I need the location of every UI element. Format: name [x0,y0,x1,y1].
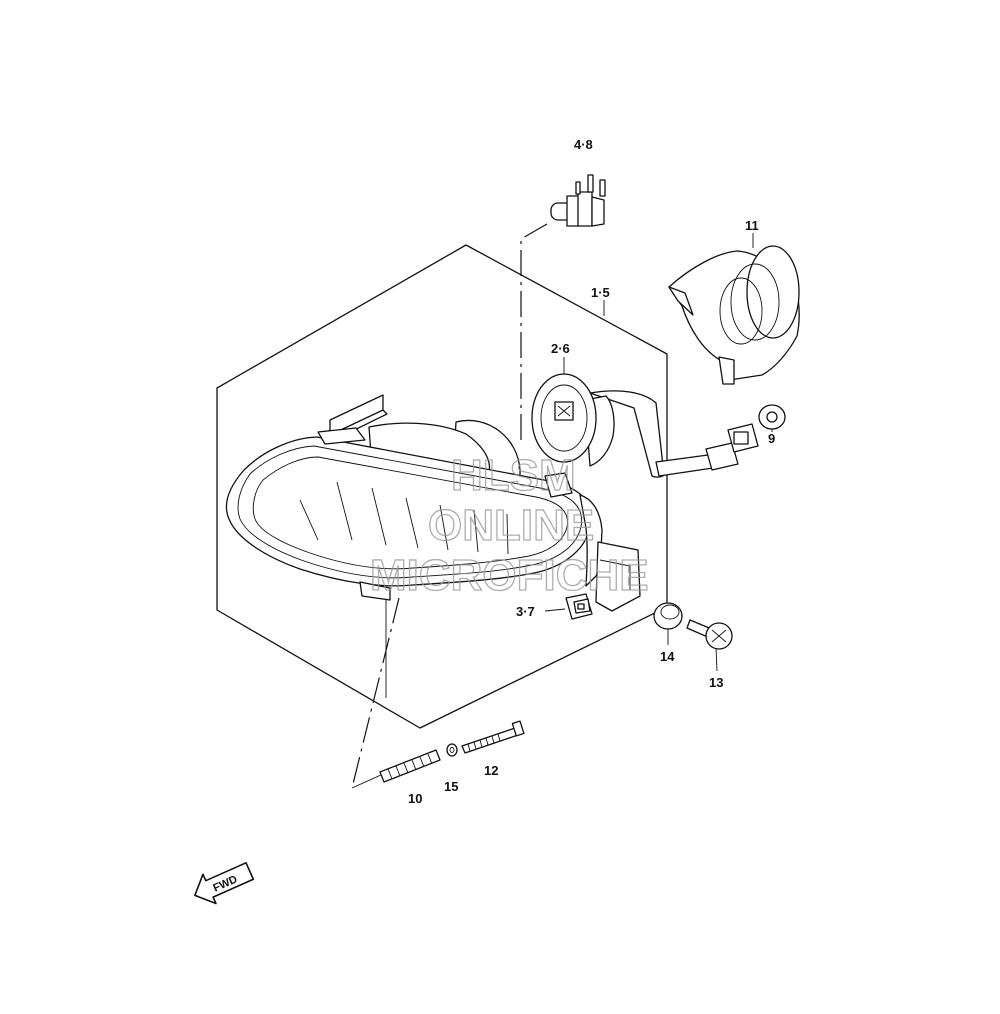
grommet-9-part[interactable] [758,404,786,430]
watermark: HLSM ONLINE MICROFICHE [369,450,649,600]
callout-socket-cover: 2·6 [551,341,570,356]
callout-bolt: 12 [484,763,498,778]
callout-screw: 13 [709,675,723,690]
callout-cushion: 14 [660,649,675,664]
callout-washer: 15 [444,779,458,794]
clip-part[interactable] [565,593,593,620]
callout-headlamp-housing: 1·5 [591,285,610,300]
spring-part[interactable] [379,749,441,783]
socket-cover-part[interactable] [531,373,665,478]
headlamp-housing-part[interactable] [225,394,641,612]
callout-grommet-9: 9 [768,431,775,446]
callout-clip: 3·7 [516,604,535,619]
harness-connector[interactable] [655,423,759,477]
fwd-arrow-icon: FWD [194,861,255,905]
watermark-line-3: MICROFICHE [370,551,649,600]
screw-part[interactable] [686,619,733,650]
bulb-part[interactable] [550,174,606,227]
callout-ring-cover: 11 [745,218,759,233]
callout-bulb: 4·8 [574,137,593,152]
washer-part[interactable] [446,743,458,757]
watermark-line-2: ONLINE [428,501,594,550]
bolt-part[interactable] [461,720,525,754]
callout-spring: 10 [408,791,422,806]
ring-cover-part[interactable] [668,245,800,385]
watermark-line-1: HLSM [451,451,576,500]
cushion-part[interactable] [653,602,683,630]
